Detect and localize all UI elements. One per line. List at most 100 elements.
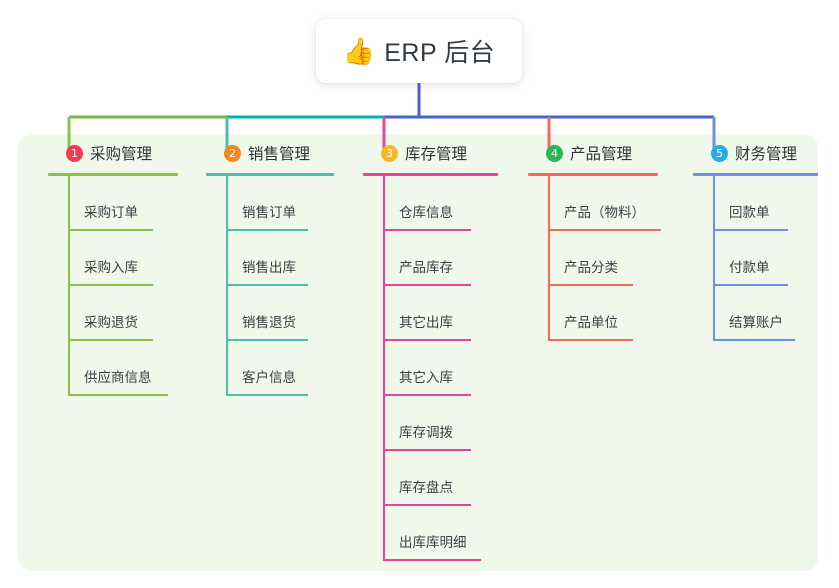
column-spine (548, 176, 550, 341)
leaf-item-label: 销售出库 (242, 260, 296, 275)
leaf-item[interactable]: 产品（物料） (528, 176, 661, 231)
leaf-item-label: 采购入库 (84, 260, 138, 275)
column-title: 产品管理 (570, 146, 633, 163)
leaf-item-label: 客户信息 (242, 370, 296, 385)
leaf-item[interactable]: 销售订单 (206, 176, 334, 231)
leaf-item-underline (68, 394, 168, 396)
leaf-item-underline (548, 284, 633, 286)
leaf-item-underline (383, 339, 471, 341)
leaf-item-label: 产品库存 (399, 260, 453, 275)
leaf-item[interactable]: 产品分类 (528, 231, 658, 286)
leaf-item-underline (383, 559, 481, 561)
leaf-item-label: 出库库明细 (399, 535, 467, 550)
leaf-item-label: 产品单位 (564, 315, 618, 330)
column-header-1[interactable]: 1 采购管理 (48, 134, 178, 172)
leaf-item[interactable]: 结算账户 (693, 286, 818, 341)
leaf-item-underline (226, 394, 308, 396)
column-badge: 2 (224, 144, 241, 162)
root-node[interactable]: 👍 ERP 后台 (316, 19, 522, 83)
column-header-4[interactable]: 4 产品管理 (528, 134, 658, 172)
leaf-item-underline (68, 284, 153, 286)
leaf-item-underline (548, 339, 633, 341)
leaf-item-underline (383, 449, 471, 451)
leaf-item-label: 结算账户 (729, 315, 783, 330)
leaf-item-label: 付款单 (729, 260, 770, 275)
leaf-item-label: 销售退货 (242, 315, 296, 330)
leaf-item-label: 库存盘点 (399, 480, 453, 495)
column-underline (206, 173, 334, 176)
column-badge: 4 (546, 144, 563, 162)
column-items: 产品（物料） 产品分类产品单位 (528, 176, 661, 341)
leaf-item[interactable]: 仓库信息 (363, 176, 498, 231)
leaf-item-label: 采购退货 (84, 315, 138, 330)
column-header-3[interactable]: 3 库存管理 (363, 134, 498, 172)
column-items: 销售订单销售出库销售退货客户信息 (206, 176, 334, 396)
leaf-item-underline (713, 284, 788, 286)
leaf-item-label: 库存调拨 (399, 425, 453, 440)
leaf-item-underline (68, 339, 153, 341)
column-spine (713, 176, 715, 341)
column-1: 1 采购管理采购订单采购入库采购退货供应商信息 (48, 134, 178, 396)
leaf-item[interactable]: 销售出库 (206, 231, 334, 286)
leaf-item-label: 其它出库 (399, 315, 453, 330)
leaf-item[interactable]: 库存盘点 (363, 451, 498, 506)
column-underline (528, 173, 658, 176)
leaf-item-underline (548, 229, 661, 231)
leaf-item-underline (713, 339, 795, 341)
leaf-item[interactable]: 产品单位 (528, 286, 658, 341)
column-underline (693, 173, 818, 176)
column-items: 仓库信息产品库存其它出库其它入库库存调拨库存盘点出库库明细 (363, 176, 498, 561)
column-badge: 3 (381, 144, 398, 162)
leaf-item-underline (226, 284, 308, 286)
root-node-title: ERP 后台 (384, 39, 496, 67)
leaf-item-underline (383, 394, 471, 396)
column-3: 3 库存管理仓库信息产品库存其它出库其它入库库存调拨库存盘点出库库明细 (363, 134, 498, 561)
leaf-item[interactable]: 回款单 (693, 176, 818, 231)
leaf-item[interactable]: 产品库存 (363, 231, 498, 286)
thumbs-up-icon: 👍 (342, 36, 376, 66)
column-title: 财务管理 (735, 146, 798, 163)
leaf-item[interactable]: 库存调拨 (363, 396, 498, 451)
leaf-item[interactable]: 客户信息 (206, 341, 334, 396)
leaf-item-underline (383, 504, 471, 506)
column-5: 5 财务管理回款单付款单结算账户 (693, 134, 818, 341)
diagram-panel (18, 134, 818, 571)
leaf-item-label: 供应商信息 (84, 370, 152, 385)
leaf-item-label: 采购订单 (84, 205, 138, 220)
leaf-item-underline (383, 284, 471, 286)
leaf-item[interactable]: 供应商信息 (48, 341, 178, 396)
column-underline (48, 173, 178, 176)
leaf-item-label: 回款单 (729, 205, 770, 220)
column-underline (363, 173, 498, 176)
column-badge: 1 (66, 144, 83, 162)
leaf-item[interactable]: 采购入库 (48, 231, 178, 286)
column-header-5[interactable]: 5 财务管理 (693, 134, 818, 172)
leaf-item-underline (68, 229, 153, 231)
column-badge: 5 (711, 144, 728, 162)
column-spine (226, 176, 228, 396)
leaf-item-label: 其它入库 (399, 370, 453, 385)
column-title: 库存管理 (405, 146, 468, 163)
leaf-item[interactable]: 其它出库 (363, 286, 498, 341)
leaf-item-underline (713, 229, 788, 231)
leaf-item[interactable]: 付款单 (693, 231, 818, 286)
leaf-item[interactable]: 其它入库 (363, 341, 498, 396)
leaf-item-underline (383, 229, 471, 231)
leaf-item-label: 产品（物料） (564, 205, 645, 220)
column-items: 回款单付款单结算账户 (693, 176, 818, 341)
column-items: 采购订单采购入库采购退货供应商信息 (48, 176, 178, 396)
column-spine (383, 176, 385, 561)
leaf-item-label: 销售订单 (242, 205, 296, 220)
leaf-item-label: 产品分类 (564, 260, 618, 275)
leaf-item[interactable]: 出库库明细 (363, 506, 498, 561)
leaf-item[interactable]: 采购订单 (48, 176, 178, 231)
leaf-item[interactable]: 销售退货 (206, 286, 334, 341)
column-4: 4 产品管理产品（物料） 产品分类产品单位 (528, 134, 661, 341)
column-title: 采购管理 (90, 146, 153, 163)
leaf-item-label: 仓库信息 (399, 205, 453, 220)
leaf-item[interactable]: 采购退货 (48, 286, 178, 341)
leaf-item-underline (226, 229, 308, 231)
